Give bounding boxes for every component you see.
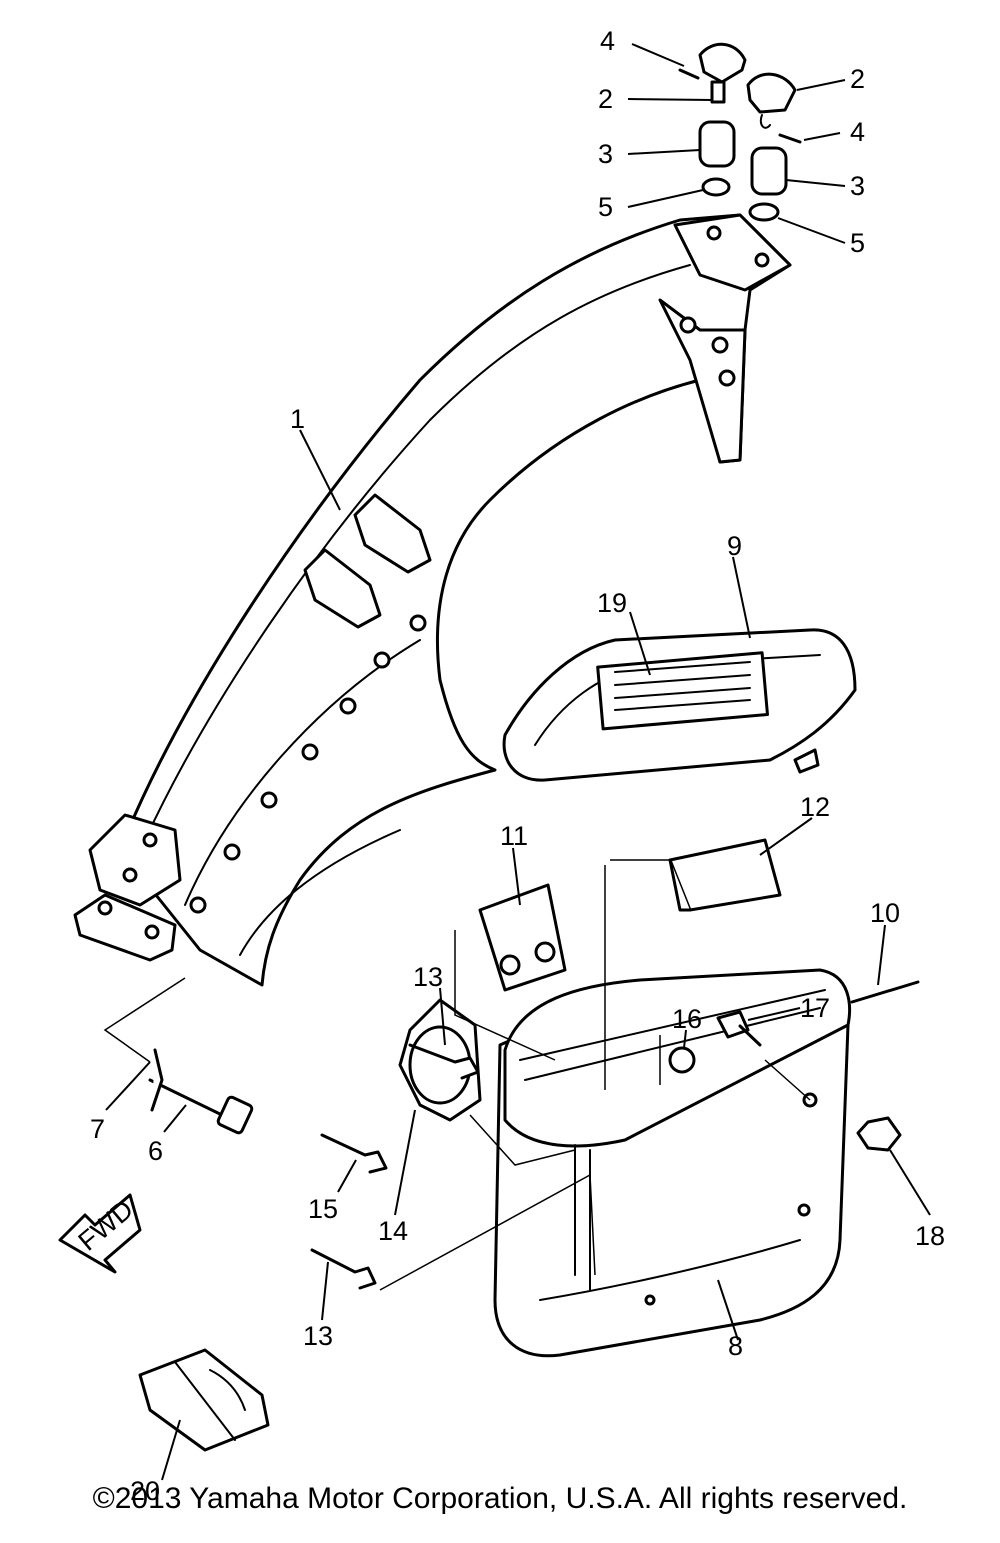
callout-14: 14 — [378, 1216, 408, 1246]
saddlebag-lid — [502, 628, 857, 782]
callout-3a: 3 — [598, 139, 613, 169]
callout-13a: 13 — [413, 962, 443, 992]
grommet-16 — [668, 1046, 696, 1074]
callout-5b: 5 — [850, 228, 865, 258]
callout-20: 20 — [130, 1476, 160, 1506]
dash-lines — [103, 859, 811, 1291]
screw-13-lower — [310, 1248, 377, 1290]
callout-9: 9 — [727, 531, 742, 561]
screw-13-upper — [408, 1043, 480, 1080]
mounting-bracket-11 — [478, 883, 567, 992]
washer-right — [748, 202, 780, 222]
callout-15: 15 — [308, 1194, 338, 1224]
callout-11: 11 — [500, 821, 528, 851]
callout-16: 16 — [672, 1004, 702, 1034]
rear-fender — [73, 213, 792, 987]
spring-right — [778, 133, 802, 144]
fwd-arrow-icon: FWD — [58, 1193, 142, 1274]
callout-19: 19 — [597, 588, 627, 618]
callout-5a: 5 — [598, 192, 613, 222]
callout-13b: 13 — [303, 1321, 333, 1351]
callout-2b: 2 — [850, 64, 865, 94]
callout-4b: 4 — [850, 117, 865, 147]
grab-knob-right — [746, 72, 797, 129]
bolt-6 — [148, 1078, 254, 1135]
mounting-bracket-12 — [668, 838, 782, 912]
copyright-notice: ©2013 Yamaha Motor Corporation, U.S.A. A… — [92, 1482, 908, 1515]
callout-4a: 4 — [600, 26, 615, 56]
callout-1: 1 — [290, 404, 305, 434]
rubber-damper-left — [698, 120, 736, 168]
callout-3b: 3 — [850, 171, 865, 201]
callout-17: 17 — [800, 993, 830, 1023]
grab-knob-left — [698, 42, 747, 104]
tool-pouch — [138, 1348, 270, 1452]
cotter-pin-7 — [150, 1048, 164, 1112]
pin-10 — [850, 980, 920, 1004]
callout-numbers: 4 2 2 3 4 3 5 5 1 9 19 12 11 10 13 17 16… — [90, 26, 945, 1506]
callout-18: 18 — [915, 1221, 945, 1251]
callout-6: 6 — [148, 1136, 163, 1166]
nut-18 — [856, 1116, 902, 1152]
callout-8: 8 — [728, 1331, 743, 1361]
callout-12: 12 — [800, 792, 830, 822]
screw-15 — [320, 1133, 388, 1174]
callout-2a: 2 — [598, 84, 613, 114]
callout-10: 10 — [870, 898, 900, 928]
bolt-17 — [716, 1010, 762, 1047]
washer-left — [701, 177, 731, 197]
spring-left — [678, 68, 700, 80]
rubber-damper-right — [750, 146, 788, 196]
leader-lines — [105, 43, 931, 1481]
callout-7: 7 — [90, 1114, 105, 1144]
